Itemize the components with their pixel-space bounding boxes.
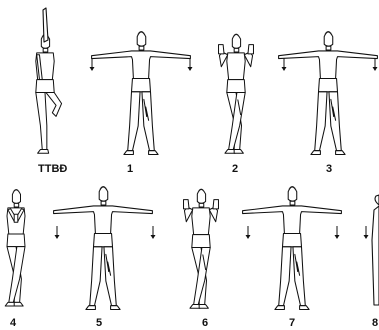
- step-label-5: 5: [96, 317, 102, 329]
- step-figure-4: [5, 189, 25, 306]
- step-figure-5: [54, 186, 156, 310]
- step-label-4: 4: [10, 317, 17, 329]
- step-figure-7: [243, 186, 342, 310]
- step-label-2: 2: [232, 163, 238, 175]
- step-figure-1: [90, 31, 193, 155]
- step-label-1: 1: [127, 163, 133, 175]
- step-label-6: 6: [202, 317, 208, 329]
- step-label-7: 7: [289, 317, 295, 329]
- step-figure-8-partial: [364, 195, 379, 305]
- step-figure-6: [184, 189, 219, 309]
- step-figure-2: [219, 34, 254, 154]
- step-label-3: 3: [326, 163, 332, 175]
- step-figure-start: [36, 0, 62, 153]
- step-label-8: 8: [372, 317, 378, 329]
- step-label-start: TTBĐ: [38, 163, 67, 175]
- step-figure-3: [279, 31, 378, 155]
